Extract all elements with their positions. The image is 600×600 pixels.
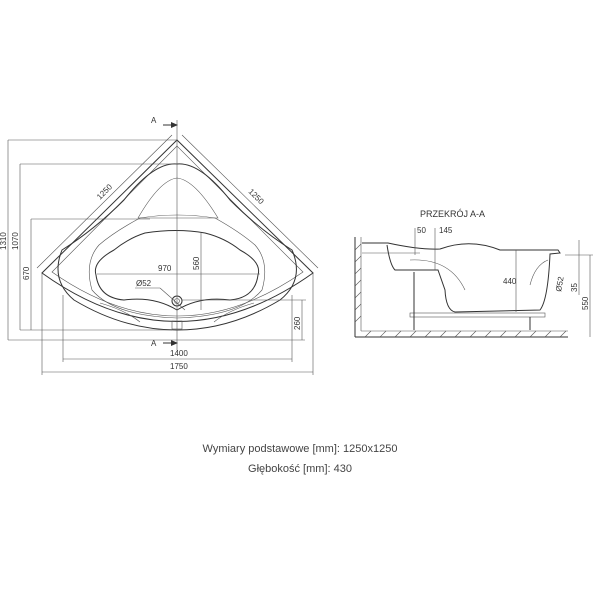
corner-seat <box>137 177 219 219</box>
section-title: PRZEKRÓJ A-A <box>420 209 485 219</box>
dim-side-left: 1250 <box>95 182 114 201</box>
dim-1070: 1070 <box>11 232 20 250</box>
legs <box>413 272 531 330</box>
dim-total-width: 1750 <box>170 362 188 371</box>
hatching <box>354 243 567 338</box>
caption-depth: Głębokość [mm]: 430 <box>248 463 352 475</box>
dim-drain-diameter: Ø52 <box>136 279 152 288</box>
dim-drain-offset: 260 <box>293 316 302 330</box>
dim-side-right: 1250 <box>247 187 266 206</box>
basin-edge <box>88 214 266 319</box>
arrow-head-icon <box>171 122 178 128</box>
tub-section-profile <box>362 242 561 313</box>
dim-total-height: 1310 <box>0 232 8 250</box>
section-marker-bottom: A <box>151 339 157 348</box>
dim-overflow-diameter: Ø52 <box>554 275 566 292</box>
support-frame <box>409 312 546 318</box>
section-view: PRZEKRÓJ A-A 50 145 440 Ø52 35 550 <box>354 209 593 338</box>
dim-inner-width: 970 <box>158 264 172 273</box>
caption-basic-dimensions: Wymiary podstawowe [mm]: 1250x1250 <box>202 443 398 455</box>
dim-35: 35 <box>570 283 579 292</box>
section-marker-top: A <box>151 116 157 125</box>
dim-145: 145 <box>439 226 453 235</box>
plan-view: A A 1250 1250 1310 1070 670 970 560 Ø52 … <box>0 116 319 375</box>
dim-1400: 1400 <box>170 349 188 358</box>
dim-50: 50 <box>417 226 426 235</box>
tub-basin <box>94 230 260 311</box>
arrow-head-icon <box>171 340 178 346</box>
dim-inner-depth: 560 <box>192 256 201 270</box>
dim-height-550: 550 <box>581 296 590 310</box>
armrests <box>99 302 255 323</box>
dim-depth-440: 440 <box>503 277 517 286</box>
dim-670: 670 <box>22 266 31 280</box>
